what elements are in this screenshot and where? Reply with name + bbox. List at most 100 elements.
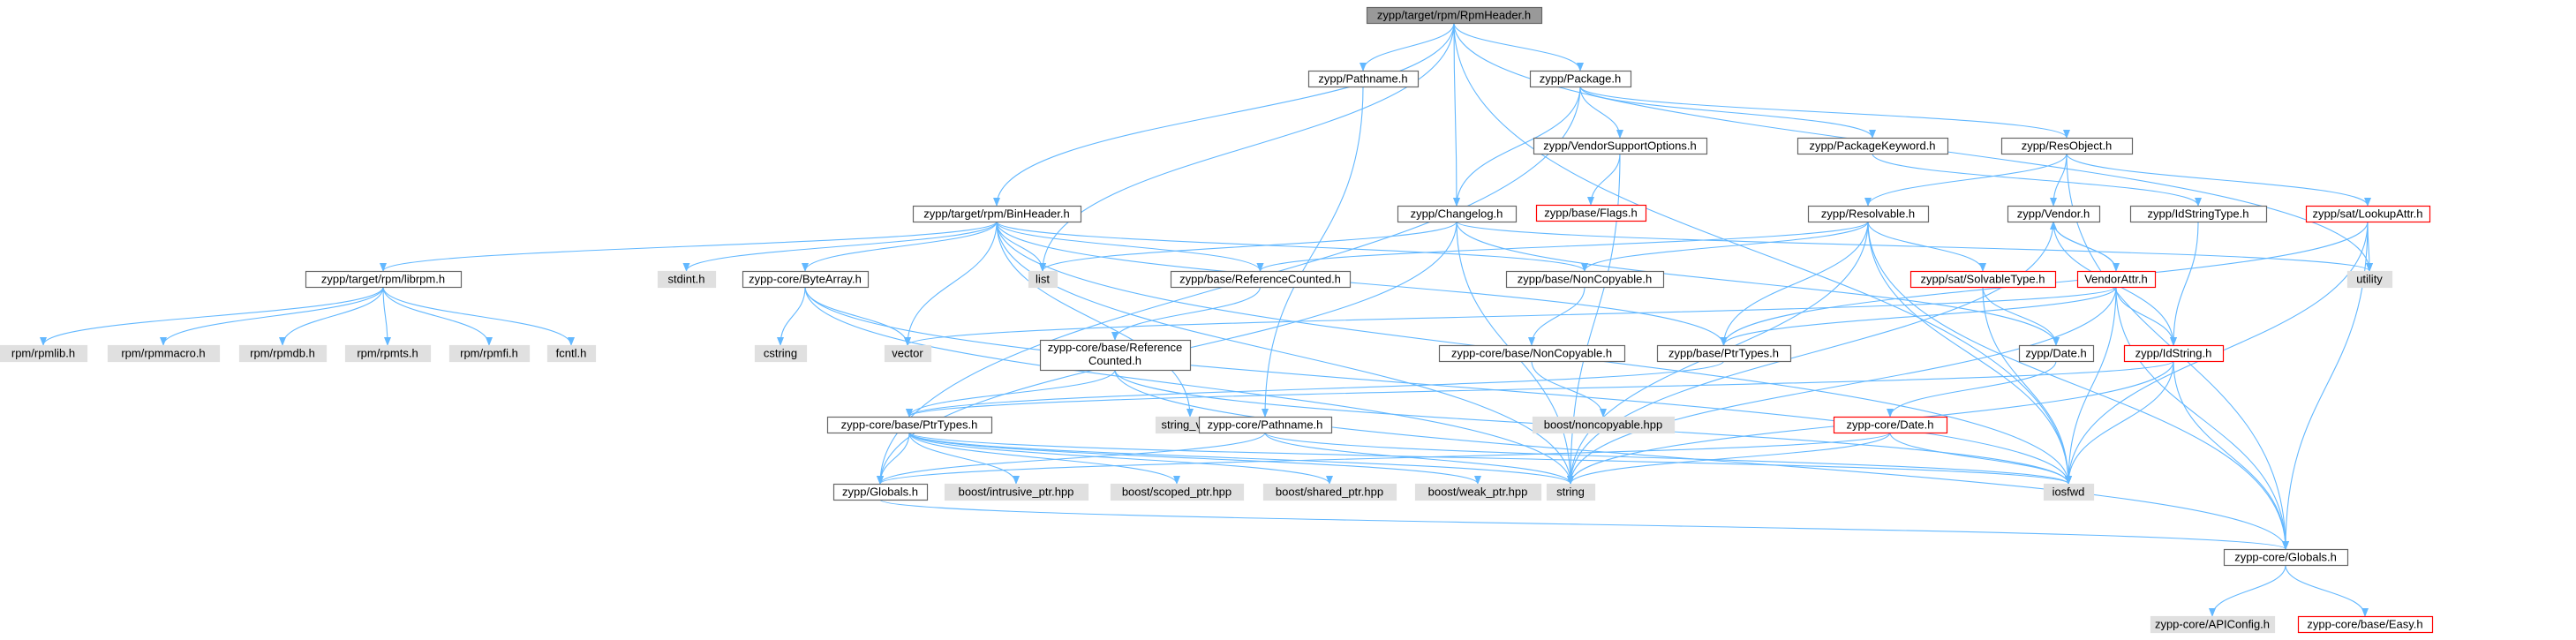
node-box — [1656, 344, 1792, 363]
edge-bytearray-to-cstring — [777, 286, 806, 346]
edge-pkgkw-to-idstringtype — [1872, 153, 2202, 207]
edge-vendorattr-to-coreglobals — [2115, 286, 2289, 550]
edge-pathname-to-corepathname — [1262, 86, 1364, 418]
node-pkgkw[interactable]: zypp/PackageKeyword.h — [1796, 137, 1949, 155]
node-corenoncopyable[interactable]: zypp-core/base/NonCopyable.h — [1438, 344, 1626, 363]
edge-ptrtypes-to-coreptrtypes — [906, 360, 1725, 418]
node-box — [238, 344, 328, 363]
edge-vendor-to-string — [1567, 221, 2054, 485]
edge-coredate-to-iosfwd — [1889, 432, 2072, 485]
node-noncopyable[interactable]: zypp/base/NonCopyable.h — [1505, 270, 1665, 289]
node-box — [1039, 339, 1192, 372]
edge-solvabletype-to-date — [1982, 286, 2060, 346]
edge-coreptrtypes-to-iosfwd — [908, 432, 2072, 485]
node-label: zypp/base/ReferenceCounted.h — [1179, 273, 1341, 286]
node-coredate[interactable]: zypp-core/Date.h — [1833, 416, 1948, 434]
node-date[interactable]: zypp/Date.h — [2018, 344, 2095, 363]
edge-root-to-list — [1039, 22, 1455, 272]
edge-bytearray-to-iosfwd — [804, 286, 2072, 485]
node-refcounted[interactable]: zypp/base/ReferenceCounted.h — [1170, 270, 1352, 289]
node-label: boost/scoped_ptr.hpp — [1122, 486, 1232, 499]
node-box — [344, 344, 432, 363]
edge-corepathname-to-string — [1264, 432, 1574, 485]
node-corepathname[interactable]: zypp-core/Pathname.h — [1198, 416, 1333, 434]
node-package[interactable]: zypp/Package.h — [1529, 70, 1632, 88]
node-ptrtypes[interactable]: zypp/base/PtrTypes.h — [1656, 344, 1792, 363]
node-label: zypp/Vendor.h — [2017, 207, 2090, 221]
edge-coreptrtypes-to-scopedptr — [908, 432, 1180, 485]
node-label: zypp/Package.h — [1540, 72, 1622, 86]
edge-resolvable-to-coreglobals — [1867, 221, 2289, 550]
node-bytearray[interactable]: zypp-core/ByteArray.h — [742, 270, 870, 289]
node-label: cstring — [764, 347, 797, 360]
node-box — [448, 344, 531, 363]
node-vendor[interactable]: zypp/Vendor.h — [2007, 205, 2101, 223]
node-librpm[interactable]: zypp/target/rpm/librpm.h — [305, 270, 463, 289]
node-box — [944, 483, 1089, 501]
node-box — [742, 270, 870, 289]
node-binheader[interactable]: zypp/target/rpm/BinHeader.h — [912, 205, 1082, 223]
node-label: fcntl.h — [556, 347, 587, 360]
edge-binheader-to-librpm — [380, 221, 998, 272]
edge-librpm-to-rpmts — [382, 286, 391, 346]
edge-corepathname-to-globals — [877, 432, 1266, 485]
node-box — [1262, 483, 1397, 501]
node-label: zypp-core/APIConfig.h — [2155, 618, 2270, 631]
node-flags[interactable]: zypp/base/Flags.h — [1535, 204, 1647, 222]
node-resolvable[interactable]: zypp/Resolvable.h — [1807, 205, 1930, 223]
edge-resolvable-to-solvabletype — [1867, 221, 1986, 272]
node-pathname[interactable]: zypp/Pathname.h — [1307, 70, 1420, 88]
node-globals[interactable]: zypp/Globals.h — [832, 483, 929, 501]
node-label: rpm/rpmdb.h — [250, 347, 315, 360]
edge-changelog-to-list — [1039, 221, 1457, 272]
edge-resolvable-to-refcounted — [1256, 221, 1869, 272]
node-resobject[interactable]: zypp/ResObject.h — [2000, 137, 2134, 155]
node-coreglobals[interactable]: zypp-core/Globals.h — [2223, 548, 2349, 567]
node-label: zypp/Pathname.h — [1318, 72, 1407, 86]
edge-corenoncopyable-to-boostnoncopyable — [1531, 360, 1607, 418]
node-rpmfi: rpm/rpmfi.h — [448, 344, 531, 363]
node-box — [826, 416, 993, 434]
node-label: zypp/target/rpm/librpm.h — [321, 273, 445, 286]
node-sharedptr: boost/shared_ptr.hpp — [1262, 483, 1397, 501]
node-idstring[interactable]: zypp/IdString.h — [2123, 344, 2225, 363]
edge-binheader-to-ptrtypes — [996, 221, 1728, 346]
edge-resobject-to-resolvable — [1864, 153, 2068, 207]
node-cstring: cstring — [754, 344, 808, 363]
node-vendorattr[interactable]: VendorAttr.h — [2076, 270, 2157, 289]
node-label: boost/shared_ptr.hpp — [1276, 486, 1383, 499]
node-rpmlib: rpm/rpmlib.h — [0, 344, 88, 363]
node-box — [2297, 615, 2434, 634]
node-box — [912, 205, 1082, 223]
node-solvabletype[interactable]: zypp/sat/SolvableType.h — [1909, 270, 2057, 289]
node-stdint: stdint.h — [657, 270, 717, 289]
node-utility: utility — [2346, 270, 2393, 289]
edge-vendorattr-to-vector — [904, 286, 2117, 346]
node-vso[interactable]: zypp/VendorSupportOptions.h — [1533, 137, 1708, 155]
edge-librpm-to-rpmlib — [40, 286, 384, 346]
node-label: vector — [892, 347, 923, 360]
edge-vendorattr-to-string — [1567, 286, 2117, 485]
node-label: boost/weak_ptr.hpp — [1428, 486, 1528, 499]
node-box — [1833, 416, 1948, 434]
node-coreptrtypes[interactable]: zypp-core/base/PtrTypes.h — [826, 416, 993, 434]
node-boostnoncopyable: boost/noncopyable.hpp — [1532, 416, 1676, 434]
edge-librpm-to-fcntl — [382, 286, 575, 346]
node-box — [1533, 137, 1708, 155]
node-box — [107, 344, 221, 363]
node-idstringtype[interactable]: zypp/IdStringType.h — [2129, 205, 2268, 223]
node-box — [2150, 615, 2276, 634]
edge-coreglobals-to-apiconfig — [2209, 564, 2286, 617]
node-easy[interactable]: zypp-core/base/Easy.h — [2297, 615, 2434, 634]
node-changelog[interactable]: zypp/Changelog.h — [1397, 205, 1518, 223]
node-root[interactable]: zypp/target/rpm/RpmHeader.h — [1366, 6, 1543, 25]
node-label: zypp/IdString.h — [2135, 347, 2212, 360]
node-lookupattr[interactable]: zypp/sat/LookupAttr.h — [2305, 205, 2431, 223]
node-list: list — [1028, 270, 1058, 289]
node-box — [2129, 205, 2268, 223]
edge-binheader-to-stringview — [996, 221, 1194, 418]
node-box — [1535, 204, 1647, 222]
edge-root-to-pathname — [1360, 22, 1455, 72]
node-label: zypp-core/Date.h — [1847, 418, 1934, 432]
